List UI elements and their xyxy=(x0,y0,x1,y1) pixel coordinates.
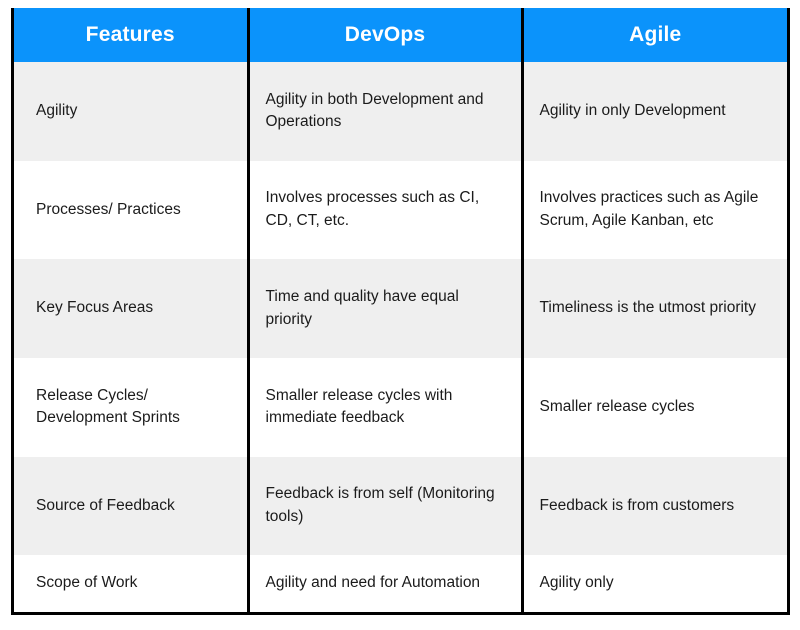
table-row: Key Focus Areas Time and quality have eq… xyxy=(14,259,787,358)
cell-devops: Feedback is from self (Monitoring tools) xyxy=(248,456,524,556)
cell-feature: Processes/ Practices xyxy=(14,160,250,260)
cell-feature: Agility xyxy=(14,62,250,161)
table-row: Release Cycles/ Development Sprints Smal… xyxy=(14,357,787,457)
cell-agile: Feedback is from customers xyxy=(522,456,787,556)
table-row: Processes/ Practices Involves processes … xyxy=(14,160,787,260)
cell-feature: Scope of Work xyxy=(14,555,250,612)
column-header-features: Features xyxy=(14,8,250,62)
table-row: Agility Agility in both Development and … xyxy=(14,62,787,161)
cell-agile: Smaller release cycles xyxy=(522,357,787,457)
column-header-devops: DevOps xyxy=(248,8,524,62)
cell-devops: Smaller release cycles with immediate fe… xyxy=(248,357,524,457)
table-header: Features DevOps Agile xyxy=(14,8,787,62)
cell-agile: Agility in only Development xyxy=(522,62,787,161)
cell-feature: Source of Feedback xyxy=(14,456,250,556)
cell-feature: Release Cycles/ Development Sprints xyxy=(14,357,250,457)
comparison-table: Features DevOps Agile Agility Agility in… xyxy=(11,8,790,615)
cell-devops: Agility in both Development and Operatio… xyxy=(248,62,524,161)
table-row: Source of Feedback Feedback is from self… xyxy=(14,456,787,556)
cell-devops: Time and quality have equal priority xyxy=(248,259,524,358)
cell-devops: Involves processes such as CI, CD, CT, e… xyxy=(248,160,524,260)
devops-vs-agile-table: Features DevOps Agile Agility Agility in… xyxy=(14,8,787,612)
cell-devops: Agility and need for Automation xyxy=(248,555,524,612)
table-row: Scope of Work Agility and need for Autom… xyxy=(14,555,787,612)
cell-agile: Timeliness is the utmost priority xyxy=(522,259,787,358)
table-body: Agility Agility in both Development and … xyxy=(14,62,787,612)
cell-feature: Key Focus Areas xyxy=(14,259,250,358)
column-header-agile: Agile xyxy=(522,8,787,62)
cell-agile: Involves practices such as Agile Scrum, … xyxy=(522,160,787,260)
header-row: Features DevOps Agile xyxy=(14,8,787,62)
cell-agile: Agility only xyxy=(522,555,787,612)
